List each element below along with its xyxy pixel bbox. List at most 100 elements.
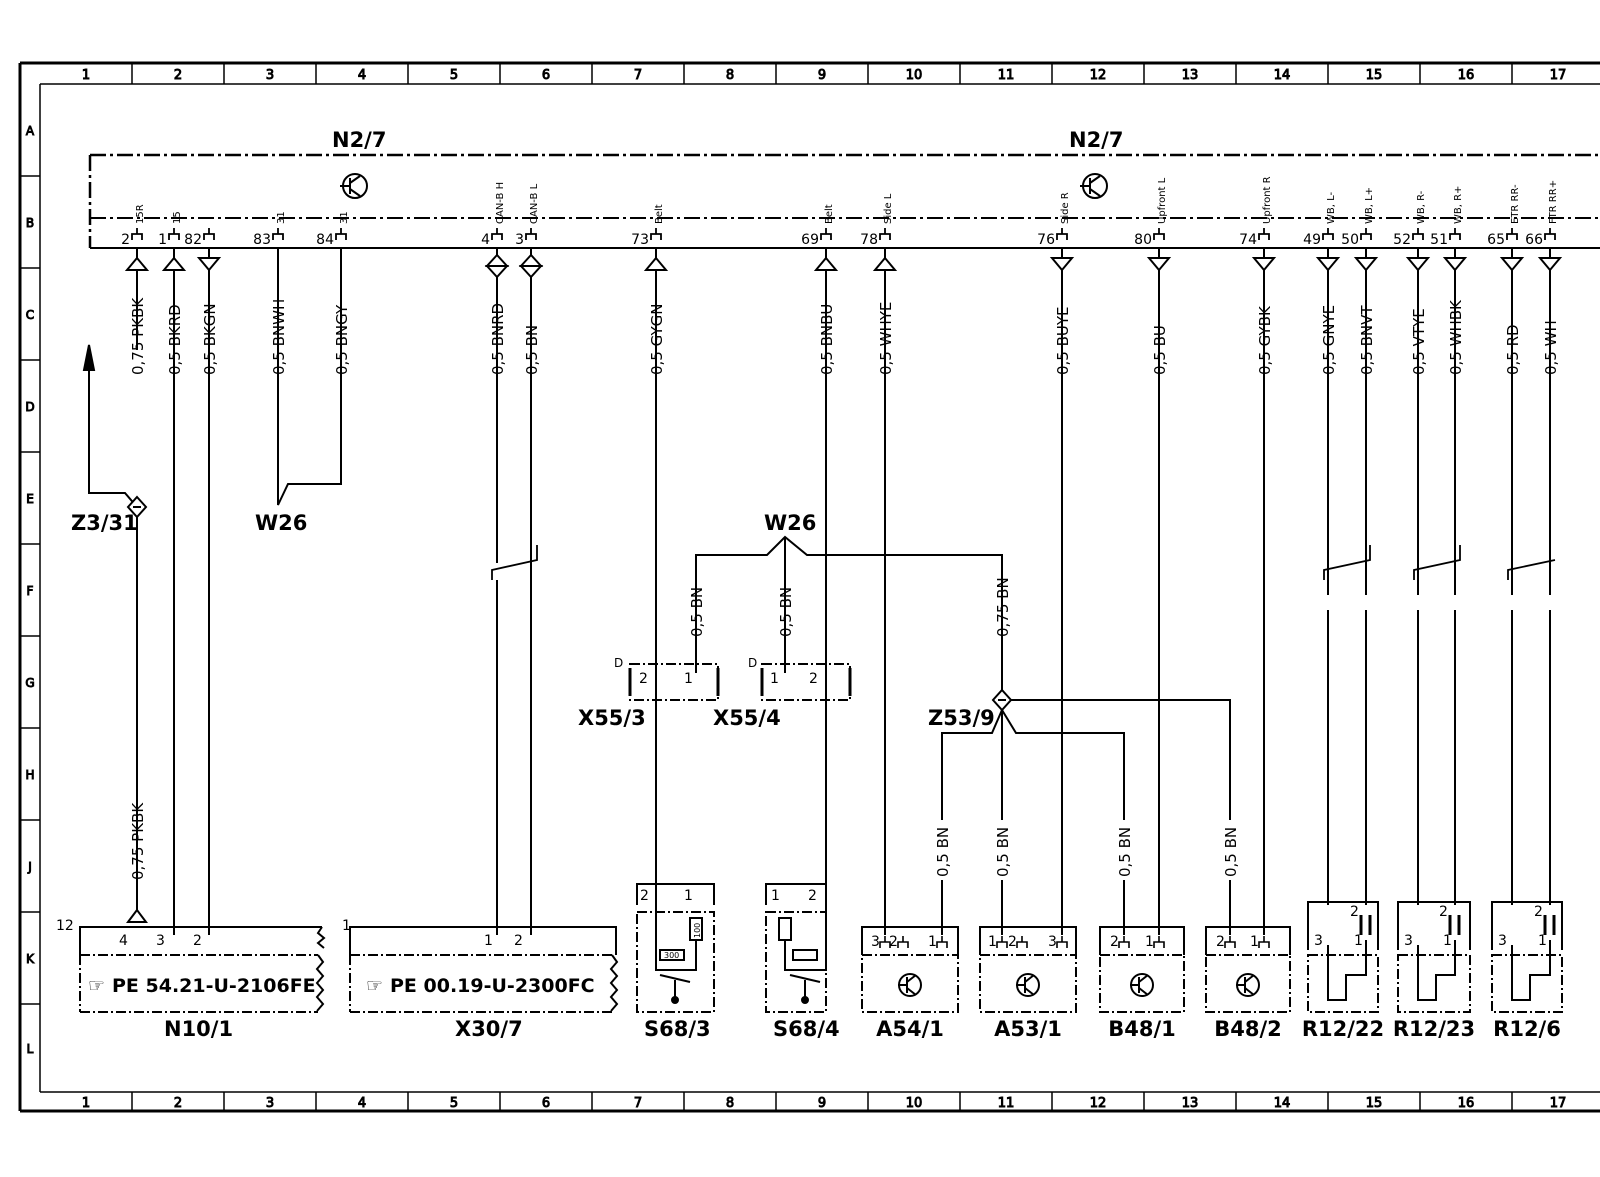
column-number: 15 bbox=[1366, 1096, 1383, 1111]
pin-number: 1 bbox=[342, 918, 351, 934]
pin-name: CAN-B L bbox=[529, 183, 540, 224]
pin-number: 2 bbox=[1439, 904, 1448, 920]
column-number: 14 bbox=[1274, 68, 1291, 83]
component-a54-1 bbox=[861, 926, 959, 1013]
connector-code: D bbox=[748, 656, 757, 670]
component-a53-1 bbox=[979, 926, 1077, 1013]
resistor-value: 100 bbox=[693, 923, 702, 938]
transistor-icon bbox=[1080, 173, 1108, 199]
wire-label: 0,75 PKBK bbox=[129, 802, 147, 880]
pin-number: 2 bbox=[1350, 904, 1359, 920]
wire-label: 0,5 BNWH bbox=[270, 299, 288, 375]
pin-name: Upfront L bbox=[1157, 177, 1168, 224]
column-number: 7 bbox=[634, 1096, 642, 1111]
column-number: 17 bbox=[1550, 1096, 1567, 1111]
column-number: 14 bbox=[1274, 1096, 1291, 1111]
row-letter: L bbox=[27, 1042, 34, 1056]
wire-label: 0,5 BKRD bbox=[166, 304, 184, 375]
pin-name: Side R bbox=[1060, 192, 1071, 224]
ground-link-w26-mid bbox=[695, 535, 1003, 690]
pin-number: 3 bbox=[1404, 933, 1413, 949]
pin-number: 82 bbox=[184, 232, 202, 248]
ground-link-z53-9 bbox=[941, 688, 1231, 935]
pin-65 bbox=[1499, 228, 1525, 905]
resistor-value: 300 bbox=[664, 951, 679, 960]
column-number: 9 bbox=[818, 1096, 826, 1111]
pin-number: 84 bbox=[316, 232, 334, 248]
component-b48-1 bbox=[1099, 926, 1185, 1013]
pin-69 bbox=[813, 228, 839, 912]
pin-number: 3 bbox=[1048, 934, 1057, 950]
pin-3 bbox=[518, 228, 544, 935]
connector-label: X55/3 bbox=[578, 706, 646, 730]
wire-label: 0,5 BNGY bbox=[333, 304, 351, 375]
pin-number: 1 bbox=[684, 888, 693, 904]
column-number: 8 bbox=[726, 1096, 734, 1111]
pin-number: 83 bbox=[253, 232, 271, 248]
ground-link-z3-31 bbox=[82, 344, 148, 910]
component-s68-3 bbox=[636, 883, 715, 1013]
component-label: A53/1 bbox=[994, 1017, 1062, 1041]
wire-label: 0,5 BNVT bbox=[1358, 305, 1376, 375]
row-letter: J bbox=[27, 860, 32, 874]
column-number: 16 bbox=[1458, 68, 1475, 83]
pin-name: CAN-B H bbox=[495, 182, 506, 224]
wire-label: 0,75 BN bbox=[994, 577, 1012, 637]
pin-number: 1 bbox=[1354, 933, 1363, 949]
wire-label: 0,5 BN bbox=[777, 587, 795, 637]
pin-52 bbox=[1405, 228, 1431, 905]
component-label: A54/1 bbox=[876, 1017, 944, 1041]
pin-name: Upfront R bbox=[1262, 176, 1273, 224]
column-number: 6 bbox=[542, 1096, 550, 1111]
ground-point-label: W26 bbox=[255, 511, 307, 535]
pin-number: 2 bbox=[808, 888, 817, 904]
pin-80 bbox=[1146, 228, 1172, 935]
column-number: 3 bbox=[266, 1096, 274, 1111]
component-x30-7 bbox=[349, 926, 619, 1013]
column-number: 7 bbox=[634, 68, 642, 83]
row-letter: D bbox=[25, 400, 34, 414]
pin-number: 65 bbox=[1487, 232, 1505, 248]
pin-number: 1 bbox=[770, 671, 779, 687]
pin-name: Belt bbox=[824, 204, 835, 224]
control-unit-label: N2/7 bbox=[332, 128, 386, 152]
component-label: R12/22 bbox=[1302, 1017, 1384, 1041]
pin-73 bbox=[643, 228, 669, 912]
column-number: 15 bbox=[1366, 68, 1383, 83]
pin-name: FTR RR+ bbox=[1548, 180, 1559, 224]
wire-label: 0,5 WHBK bbox=[1447, 299, 1465, 375]
column-number: 4 bbox=[358, 68, 366, 83]
component-label: B48/1 bbox=[1108, 1017, 1176, 1041]
column-number: 8 bbox=[726, 68, 734, 83]
pin-number: 2 bbox=[889, 934, 898, 950]
row-letter: K bbox=[26, 952, 35, 966]
pin-number: 74 bbox=[1239, 232, 1257, 248]
pin-number: 1 bbox=[1443, 933, 1452, 949]
pin-number: 2 bbox=[121, 232, 130, 248]
component-label: R12/6 bbox=[1493, 1017, 1561, 1041]
component-n10-1 bbox=[79, 908, 326, 1013]
transistor-icon bbox=[340, 173, 368, 199]
pin-name: 31 bbox=[276, 211, 287, 224]
wire-label: 0,5 WH bbox=[1542, 320, 1560, 375]
column-number: 12 bbox=[1090, 1096, 1107, 1111]
connector-x55-3 bbox=[628, 663, 720, 701]
column-number: 6 bbox=[542, 68, 550, 83]
row-letter: A bbox=[26, 124, 35, 138]
pin-number: 73 bbox=[631, 232, 649, 248]
ground-point-label: W26 bbox=[764, 511, 816, 535]
component-label: R12/23 bbox=[1393, 1017, 1475, 1041]
row-letter: H bbox=[25, 768, 34, 782]
column-number: 12 bbox=[1090, 68, 1107, 83]
frame bbox=[18, 61, 1600, 1113]
pin-4 bbox=[484, 228, 510, 935]
wire-label: 0,75 PKBK bbox=[129, 297, 147, 375]
pin-number: 2 bbox=[1110, 934, 1119, 950]
column-number: 2 bbox=[174, 68, 182, 83]
row-letter: F bbox=[27, 584, 34, 598]
pin-51 bbox=[1442, 228, 1468, 905]
column-number: 13 bbox=[1182, 1096, 1199, 1111]
